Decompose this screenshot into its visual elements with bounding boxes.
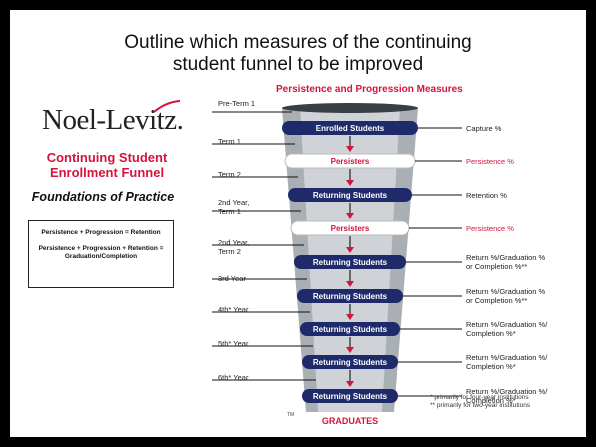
measure-label: Return %/Graduation %/ <box>466 320 548 329</box>
band-label: Returning Students <box>313 392 388 401</box>
footnotes: * primarily for four-year institutions *… <box>430 394 530 410</box>
funnel-band <box>282 121 418 135</box>
band-label: Returning Students <box>313 325 388 334</box>
left-title-line2: Enrollment Funnel <box>49 165 165 180</box>
measure-label: or Completion %** <box>466 296 527 305</box>
term-label: 4th* Year <box>218 305 249 314</box>
trademark-mark: TM <box>287 412 294 418</box>
band-label: Returning Students <box>313 191 388 200</box>
funnel-arrowhead <box>346 180 354 186</box>
band-label: Returning Students <box>313 358 388 367</box>
measure-label: Capture % <box>466 124 502 133</box>
formula-graduation: Persistence + Progression + Retention = … <box>38 245 164 260</box>
slide-title-line1: Outline which measures of the continuing <box>124 32 472 53</box>
term-label: 5th* Year <box>218 339 249 348</box>
term-label: 2nd Year, <box>218 238 249 247</box>
band-label: Persisters <box>331 157 370 166</box>
noel-levitz-logo: Noel-Levitz. <box>42 104 184 136</box>
funnel-band <box>302 389 398 403</box>
measure-label: Persistence % <box>466 224 514 233</box>
measure-label: Completion %* <box>466 329 516 338</box>
formula-box: Persistence + Progression = Retention Pe… <box>28 220 174 288</box>
funnel-band <box>288 188 412 202</box>
term-label: Term 1 <box>218 207 241 216</box>
band-label: Returning Students <box>313 292 388 301</box>
funnel-arrowhead <box>346 213 354 219</box>
term-label: Pre-Term 1 <box>218 99 255 108</box>
band-label: Persisters <box>331 224 370 233</box>
band-label: Enrolled Students <box>316 124 385 133</box>
funnel-band <box>297 289 403 303</box>
measure-label: Return %/Graduation % <box>466 287 546 296</box>
term-label: 2nd Year, <box>218 198 249 207</box>
measure-label: Persistence % <box>466 157 514 166</box>
measure-label: Completion %* <box>466 362 516 371</box>
footnote-two-year: ** primarily for two-year institutions <box>430 402 531 409</box>
measure-label: or Completion %** <box>466 262 527 271</box>
band-label: Returning Students <box>313 258 388 267</box>
formula-retention: Persistence + Progression = Retention <box>41 229 161 236</box>
funnel-arrowhead <box>346 146 354 152</box>
logo-swoosh-icon <box>153 100 181 113</box>
term-label: 6th* Year <box>218 373 249 382</box>
funnel-arrowhead <box>346 381 354 387</box>
funnel-band <box>302 355 398 369</box>
footnote-four-year: * primarily for four-year institutions <box>430 394 529 401</box>
funnel-arrowhead <box>346 247 354 253</box>
funnel-band <box>294 255 406 269</box>
funnel-arrowhead <box>346 347 354 353</box>
measure-label: Return %/Graduation %/ <box>466 353 548 362</box>
diagram-title: Persistence and Progression Measures <box>276 84 463 95</box>
funnel-arrowhead <box>346 281 354 287</box>
foundations-of-practice: Foundations of Practice <box>31 190 175 204</box>
left-title-line1: Continuing Student <box>46 150 168 165</box>
measure-label: Completion %* <box>466 396 516 405</box>
funnel-band <box>300 322 400 336</box>
measure-label: Return %/Graduation % <box>466 253 546 262</box>
funnel-arrowhead <box>346 314 354 320</box>
term-label: Term 2 <box>218 247 241 256</box>
slide-title: Outline which measures of the continuing… <box>10 32 586 76</box>
measure-label: Return %/Graduation %/ <box>466 387 548 396</box>
term-label: Term 2 <box>218 170 241 179</box>
slide-title-line2: student funnel to be improved <box>172 54 424 75</box>
funnel-rim <box>282 103 418 113</box>
term-label: 3rd Year <box>218 274 246 283</box>
term-label: Term 1 <box>218 137 241 146</box>
graduates-label: GRADUATES <box>322 416 378 426</box>
measure-label: Retention % <box>466 191 507 200</box>
